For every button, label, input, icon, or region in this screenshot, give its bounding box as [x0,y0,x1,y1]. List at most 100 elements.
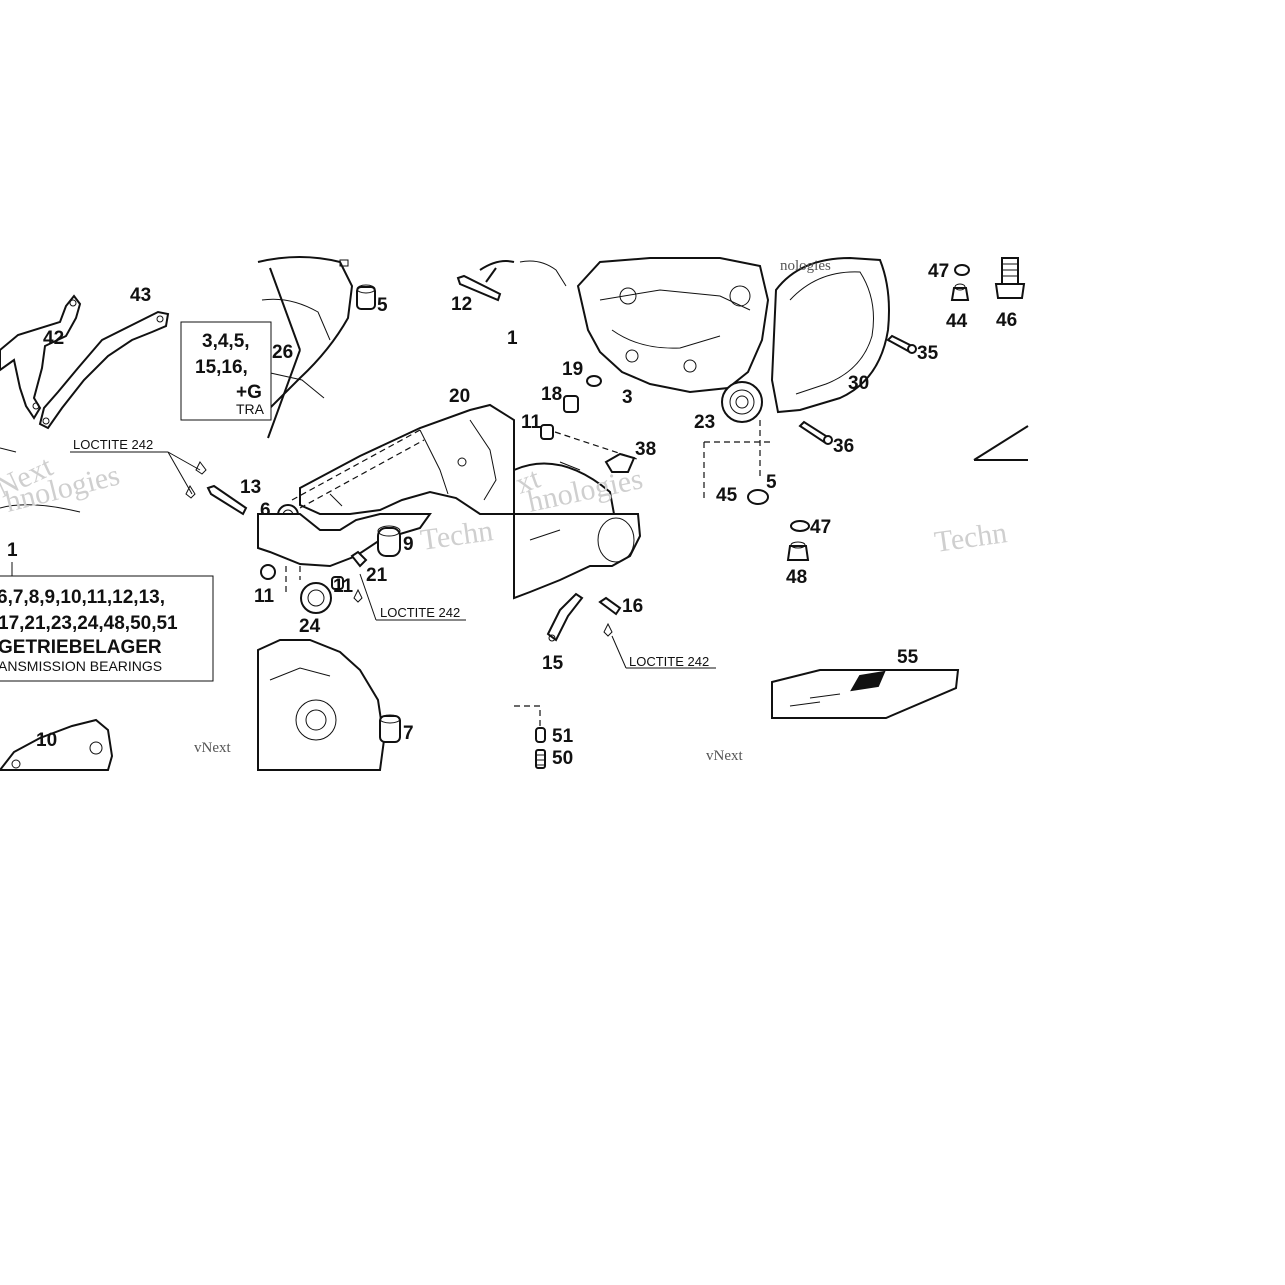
part-number-label: 47 [810,517,831,538]
loctite-note: LOCTITE 242 [629,654,709,669]
cover-10-shape [0,718,114,771]
part-number-label: 24 [299,616,321,637]
bearing-kit-line: 17,21,23,24,48,50,51 [0,613,178,634]
bolt-46-shape [1001,257,1019,285]
plug-44-shape [950,287,970,301]
screw-16-shape [598,596,622,616]
manual-55-shape [771,669,960,719]
part-number-label: 45 [716,485,738,506]
tile-bottom-left: 1 6,7,8,9,10,11,12,13, 17,21,23,24,48,50… [0,540,231,771]
part-number-label: 7 [403,723,414,744]
loctite-note: LOCTITE 242 [380,605,460,620]
tile-top-right-a: xt hnologies 19 18 3 23 11 38 45 5 [511,257,777,519]
plug-48-shape [786,545,810,561]
part-number-label: 11 [333,576,354,597]
tile-bottom-right-b: Techn 47 48 55 [771,516,1009,719]
part-number-label: 38 [635,439,656,460]
labels-top-right-a: 19 18 3 23 11 38 45 5 [521,359,777,506]
crankcase-3-shape [576,257,770,394]
dowel-11b-shape [331,576,344,590]
kit-box-line: +G [236,382,262,403]
labels-bottom-right-a: 16 15 51 50 [542,596,643,769]
bearing-kit-box [0,575,214,682]
watermark-technologies: Techn [932,516,1009,559]
part-number-label: 18 [541,384,562,405]
kit-box [180,321,272,421]
part-number-label: 51 [552,726,574,747]
part-number-label: 10 [36,730,57,751]
part-number-label: 11 [254,586,275,607]
part-number-label: 46 [996,310,1017,331]
part-number-label: 19 [562,359,583,380]
bolt-13-shape [206,484,248,516]
part-number-label: 23 [694,412,715,433]
tile-top-right-b: nologies 47 44 46 35 30 36 [770,256,1029,461]
labels-top-right-b: 47 44 46 35 30 36 [833,261,1017,457]
watermark-vnext: vNext [706,748,743,764]
kit-box-line: 15,16, [195,357,248,378]
clip-38-shape [604,452,636,473]
part-number-label: 3 [622,387,633,408]
labels-bottom-right-b: 47 48 55 [786,517,919,668]
part-number-label: 12 [451,294,472,315]
watermark-vnext: vNext [194,740,231,756]
part-number-label: 44 [946,311,968,332]
washer-47b-shape [790,520,810,532]
o-ring-45-shape [747,489,769,505]
part-number-label: 43 [130,285,151,306]
part-number-label: 13 [240,477,261,498]
part-number-label: 48 [786,567,807,588]
cover-30-shape [770,256,890,414]
bolt-36-shape [798,420,828,444]
kit-box-line: 3,4,5, [202,331,250,352]
loctite-note: LOCTITE 242 [73,437,153,452]
part-number-label: 20 [449,386,470,407]
part-number-label: 5 [377,295,388,316]
crankcase-20-shape [299,403,515,515]
bolt-12-shape [456,274,502,302]
bushing-7-shape [379,715,401,743]
part-number-label: 15 [542,653,564,674]
pin-51-shape [535,727,546,743]
part-number-label: 50 [552,748,573,769]
tile-bottom-right-a: LOCTITE 242 vNext 16 15 51 50 [513,513,743,769]
part-number-label: 47 [928,261,949,282]
watermark-technologies: nologies [780,258,831,274]
plug-18-shape [563,395,579,413]
bearing-23-shape [721,381,763,423]
labels-top-middle: 26 5 12 1 20 6 [260,294,518,521]
bearing-kit-sub: ANSMISSION BEARINGS [0,658,162,674]
part-number-label: 21 [366,565,388,586]
part-number-label: 1 [507,328,518,349]
part-number-label: 55 [897,647,919,668]
part-number-label: 42 [43,328,64,349]
labels-top-left: 43 42 13 [43,285,261,498]
part-number-label: 35 [917,343,939,364]
part-number-label: 1 [7,540,18,561]
bracket-42-shape [0,294,82,420]
bearing-kit-line: GETRIEBELAGER [0,637,162,658]
part-number-label: 11 [521,412,542,433]
screw-21-shape [350,550,368,568]
dowel-11-shape [540,424,554,440]
needle-bearing-9-shape [377,527,401,557]
seal-24-shape [300,582,332,614]
part-number-label: 5 [766,472,777,493]
part-number-label: 26 [272,342,293,363]
bushing-5-shape [356,286,376,310]
washer-19-shape [586,375,602,387]
bracket-43-shape [38,310,170,430]
part-number-label: 9 [403,534,414,555]
part-number-label: 30 [848,373,869,394]
bearing-kit-line: 6,7,8,9,10,11,12,13, [0,587,165,608]
labels-bottom-middle: 9 21 11 11 24 7 [254,534,414,744]
tile-bottom-middle: LOCTITE 242 Techn 9 21 11 11 24 7 [254,513,495,771]
part-number-label: 6 [260,500,271,521]
cover-lower-shape [513,513,642,600]
part-number-label: 36 [833,436,854,457]
watermark-technologies: Techn [418,514,495,557]
washer-47-shape [954,264,970,276]
kit-box-line: TRA [236,401,265,417]
tile-top-middle: 3,4,5, 15,16, +G TRA 26 5 12 1 20 6 [180,256,518,526]
